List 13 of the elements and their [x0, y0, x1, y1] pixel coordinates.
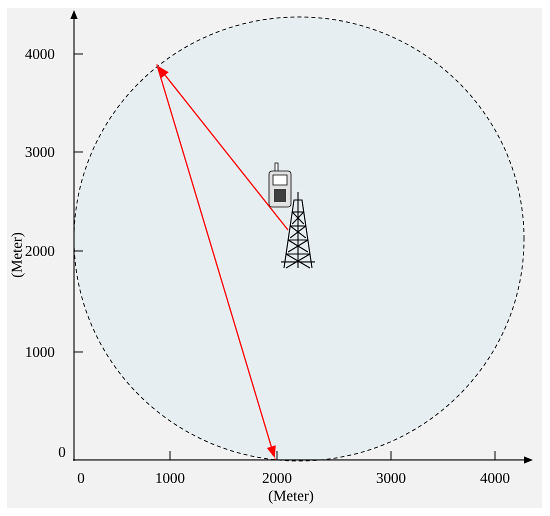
tick-label: 3000 [376, 472, 406, 484]
tick-label: 0 [78, 472, 84, 484]
axis-title: (Meter) [11, 232, 25, 278]
tick-label: 4000 [25, 48, 54, 60]
tick-label: 0 [58, 446, 66, 458]
tick-label: 3000 [26, 146, 54, 158]
tick-label: 1000 [26, 346, 54, 358]
tick-label: 2000 [262, 472, 292, 484]
tick-label: 4000 [480, 472, 510, 484]
tick-label: 2000 [26, 246, 54, 256]
axis-title: (Meter) [268, 490, 314, 504]
tower-icon [281, 192, 315, 268]
tick-label: 1000 [156, 472, 184, 484]
